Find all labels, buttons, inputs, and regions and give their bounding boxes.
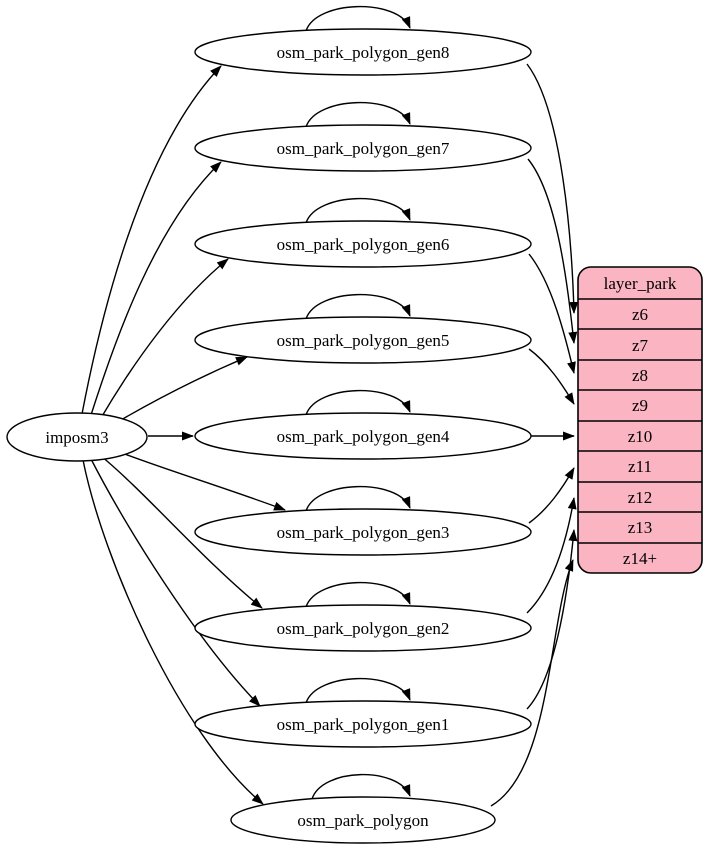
edge-imposm3-gen5 [113,356,248,425]
self-loop-gen1 [305,677,411,704]
node-osm-park-polygon-gen4: osm_park_polygon_gen4 [194,412,532,460]
node-osm-park-polygon-gen8: osm_park_polygon_gen8 [194,28,532,76]
self-loop-gen5 [305,293,411,320]
edge-imposm3-gen8 [81,65,222,415]
node-osm-park-polygon: osm_park_polygon [230,796,496,844]
table-row-z14: z14+ [623,549,657,568]
node-label: osm_park_polygon_gen6 [277,235,450,254]
node-label: osm_park_polygon_gen5 [277,331,450,350]
table-row-z9: z9 [632,396,648,415]
node-shape [194,604,532,652]
edge-gen6-z8 [528,253,576,374]
self-loop-polygon [311,773,411,800]
node-osm-park-polygon-gen5: osm_park_polygon_gen5 [194,316,532,364]
edge-imposm3-gen1 [90,458,261,707]
table-row-z11: z11 [628,457,652,476]
node-osm-park-polygon-gen3: osm_park_polygon_gen3 [194,508,532,556]
node-label: osm_park_polygon_gen8 [277,43,450,62]
table-row-z7: z7 [632,336,649,355]
edge-gen3-z11 [528,467,575,524]
node-imposm3-shape [6,412,148,462]
node-osm-park-polygon-gen2: osm_park_polygon_gen2 [194,604,532,652]
edge-imposm3-gen7 [90,161,222,416]
node-label: osm_park_polygon_gen2 [277,619,450,638]
node-shape [194,700,532,748]
edge-imposm3-gen2 [100,455,263,609]
node-shape [194,28,532,76]
edge-imposm3-gen3 [113,449,286,511]
edge-polygon-z14 [490,559,574,807]
node-label: osm_park_polygon_gen3 [277,523,450,542]
node-shape [194,124,532,172]
node-imposm3: imposm3 [6,412,148,462]
node-shape [230,796,496,844]
table-row-z10: z10 [628,427,653,446]
self-loop-gen7 [305,101,411,128]
self-loop-gen8 [305,5,411,32]
layer-park-table: layer_park z6 z7 z8 z9 z10 z11 z12 z13 z… [577,266,703,574]
node-label: osm_park_polygon_gen4 [277,427,450,446]
node-osm-park-polygon-gen1: osm_park_polygon_gen1 [194,700,532,748]
edge-imposm3-polygon [82,459,264,805]
self-loop-gen2 [305,581,411,608]
layer-park-table-title: layer_park [604,274,677,293]
table-row-z13: z13 [628,518,653,537]
node-label: osm_park_polygon_gen1 [277,715,450,734]
edge-gen7-z7 [527,158,578,344]
node-label: osm_park_polygon_gen7 [277,139,450,158]
node-shape [194,508,532,556]
edge-gen5-z9 [528,348,575,405]
layer-park-table-background [577,266,703,574]
node-osm-park-polygon-gen7: osm_park_polygon_gen7 [194,124,532,172]
self-loop-gen6 [305,197,411,224]
self-loop-gen3 [305,485,411,512]
node-osm-park-polygon-gen6: osm_park_polygon_gen6 [194,220,532,268]
node-imposm3-label: imposm3 [45,428,108,447]
table-row-z12: z12 [628,488,653,507]
node-shape [194,412,532,460]
table-row-z8: z8 [632,366,648,385]
self-loop-gen4 [305,389,411,416]
table-row-z6: z6 [632,305,648,324]
node-shape [194,220,532,268]
node-shape [194,316,532,364]
edge-gen8-z6 [526,63,579,314]
edge-gen2-z12 [526,497,577,614]
edge-imposm3-gen6 [100,258,229,419]
edge-gen1-z13 [526,529,578,710]
node-label: osm_park_polygon [297,811,429,830]
